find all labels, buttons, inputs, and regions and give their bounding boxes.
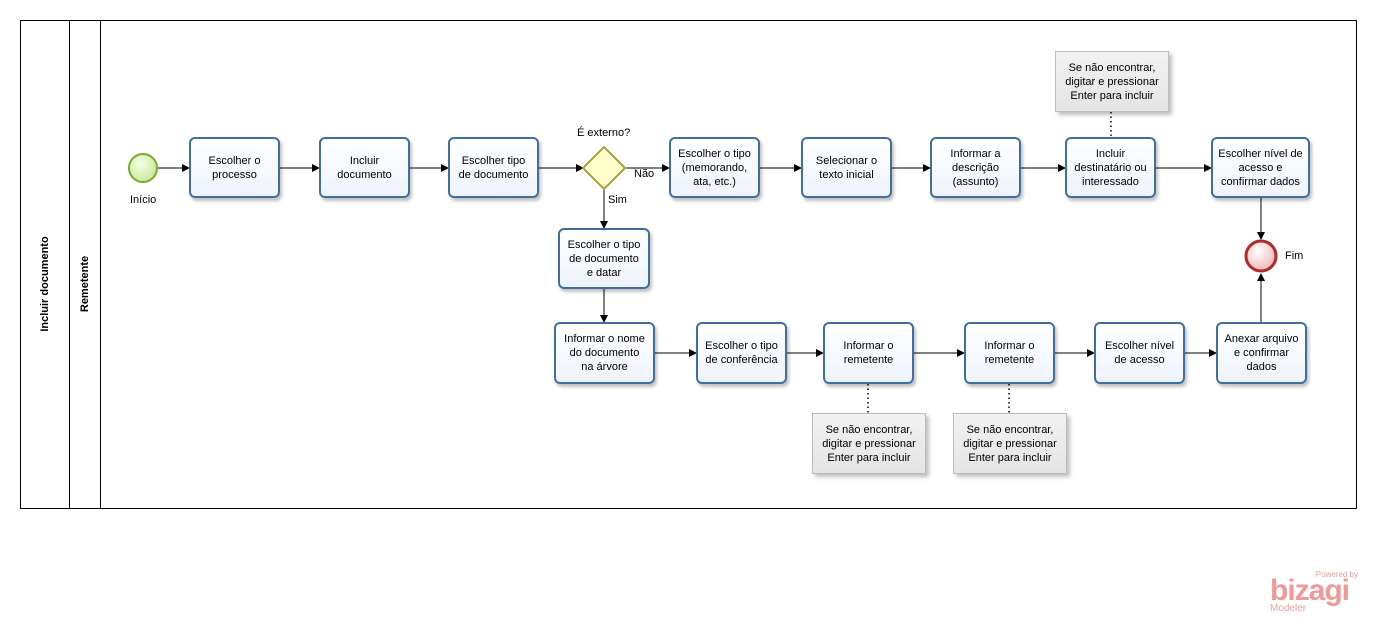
logo-powered-by: Powered by xyxy=(1315,570,1358,579)
task-informar-descricao[interactable]: Informar a descrição (assunto) xyxy=(930,137,1021,198)
task-incluir-documento[interactable]: Incluir documento xyxy=(319,137,410,198)
annotation-bottom-1: Se não encontrar, digitar e pressionar E… xyxy=(812,413,926,474)
lane-header: Remetente xyxy=(70,20,101,509)
pool xyxy=(20,20,1357,509)
annotation-bottom-2: Se não encontrar, digitar e pressionar E… xyxy=(953,413,1067,474)
task-incluir-destinatario[interactable]: Incluir destinatário ou interessado xyxy=(1065,137,1156,198)
task-informar-nome-arvore[interactable]: Informar o nome do documento na árvore xyxy=(554,322,655,384)
task-anexar-arquivo[interactable]: Anexar arquivo e confirmar dados xyxy=(1216,322,1307,384)
logo-product: Modeler xyxy=(1270,603,1307,614)
task-informar-remetente-1[interactable]: Informar o remetente xyxy=(823,322,914,384)
task-escolher-tipo-datar[interactable]: Escolher o tipo de documento e datar xyxy=(558,228,650,289)
end-event-label: Fim xyxy=(1285,250,1304,262)
gateway-diamond xyxy=(581,145,627,191)
task-informar-remetente-2[interactable]: Informar o remetente xyxy=(964,322,1055,384)
start-event-label: Início xyxy=(130,194,157,206)
task-escolher-processo[interactable]: Escolher o processo xyxy=(189,137,280,198)
task-escolher-nivel-confirmar[interactable]: Escolher nível de acesso e confirmar dad… xyxy=(1211,137,1310,198)
pool-header: Incluir documento xyxy=(20,20,70,509)
end-event xyxy=(1244,239,1278,273)
gateway-no-label: Não xyxy=(634,168,655,180)
gateway-label: É externo? xyxy=(577,127,631,139)
task-escolher-nivel-acesso[interactable]: Escolher nível de acesso xyxy=(1094,322,1185,384)
annotation-top: Se não encontrar, digitar e pressionar E… xyxy=(1055,51,1169,112)
logo-name: bizagi xyxy=(1270,574,1350,607)
start-event xyxy=(128,153,158,183)
task-escolher-tipo-memorando[interactable]: Escolher o tipo (memorando, ata, etc.) xyxy=(669,137,760,198)
task-selecionar-texto[interactable]: Selecionar o texto inicial xyxy=(801,137,892,198)
gateway-yes-label: Sim xyxy=(608,194,627,206)
task-escolher-tipo-conferencia[interactable]: Escolher o tipo de conferência xyxy=(696,322,787,384)
task-escolher-tipo-documento[interactable]: Escolher tipo de documento xyxy=(448,137,539,198)
bizagi-logo: Powered by bizagi Modeler xyxy=(1268,570,1358,616)
